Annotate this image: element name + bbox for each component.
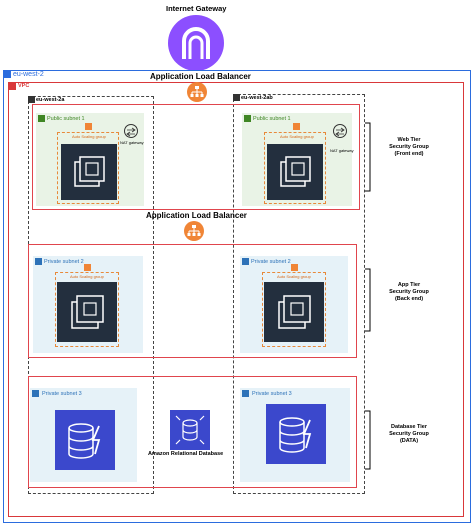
asg-priv-right (262, 272, 326, 347)
public-subnet-right-icon (244, 115, 251, 122)
alb-mid-label: Application Load Balancer (146, 211, 247, 220)
web-tier-security-group (32, 104, 360, 210)
asg-priv-right-label: Auto Scaling group (277, 274, 311, 279)
internet-gateway-title: Internet Gateway (166, 4, 227, 13)
alb-mid-icon (184, 221, 204, 241)
private-subnet-3-right-label: Private subnet 3 (252, 391, 292, 397)
asg-priv-left-icon (84, 264, 91, 271)
db-tier-bracket (365, 410, 371, 470)
ec2-pub-left-icon (61, 144, 117, 200)
alb-top-label: Application Load Balancer (150, 72, 251, 81)
db-tier-line-2: Security Group (389, 431, 429, 437)
app-tier-line-1: App Tier (397, 282, 421, 288)
az-left-label: eu-west-2a (36, 97, 65, 103)
web-tier-line-2: Security Group (389, 144, 429, 150)
rds-label: Amazon Relational Database (148, 451, 224, 457)
internet-gateway-icon (168, 15, 224, 71)
private-subnet-2-left-icon (35, 258, 42, 265)
db-tier-line-3: (DATA) (399, 438, 419, 444)
ec2-pub-right-icon (267, 144, 323, 200)
az-right-label: eu-west-2ab (241, 95, 273, 101)
vpc-icon (8, 82, 16, 90)
az-right-container (233, 94, 365, 494)
public-subnet-right-label: Public subnet 1 (253, 116, 291, 122)
asg-pub-right (264, 132, 326, 204)
web-tier-bracket (365, 122, 371, 192)
private-subnet-3-right-icon (242, 390, 249, 397)
alb-top-icon (187, 82, 207, 102)
dynamodb-left-icon (55, 410, 115, 470)
private-subnet-2-right-label: Private subnet 2 (251, 259, 291, 265)
vpc-label: VPC (18, 83, 30, 89)
rds-icon (170, 410, 210, 450)
asg-priv-right-icon (291, 264, 298, 271)
region-flag-icon (3, 70, 11, 78)
asg-pub-left-label: Auto Scaling group (72, 134, 106, 139)
asg-priv-left (55, 272, 119, 347)
public-subnet-left-label: Public subnet 1 (47, 116, 85, 122)
private-subnet-2-right-icon (242, 258, 249, 265)
asg-pub-right-label: Auto Scaling group (280, 134, 314, 139)
az-right-icon (233, 94, 240, 101)
web-tier-label: Web Tier Security Group (Front end) (378, 137, 440, 158)
db-tier-line-1: Database Tier (391, 424, 427, 430)
nat-gateway-left-label: NAT gateway (120, 140, 144, 145)
asg-priv-left-label: Auto Scaling group (70, 274, 104, 279)
private-subnet-2-left-label: Private subnet 2 (44, 259, 84, 265)
nat-gateway-right-label: NAT gateway (330, 148, 354, 153)
asg-pub-right-icon (293, 123, 300, 130)
ec2-priv-left-icon (57, 282, 117, 342)
vpc-container (8, 82, 464, 517)
public-subnet-left-icon (38, 115, 45, 122)
az-left-icon (28, 96, 35, 103)
ec2-priv-right-icon (264, 282, 324, 342)
app-tier-line-2: Security Group (389, 289, 429, 295)
region-container (3, 70, 471, 523)
web-tier-line-1: Web Tier (397, 137, 421, 143)
asg-pub-left-icon (85, 123, 92, 130)
app-tier-security-group (28, 244, 357, 358)
web-tier-line-3: (Front end) (394, 151, 424, 157)
db-tier-label: Database Tier Security Group (DATA) (378, 424, 440, 445)
nat-gateway-left-icon (124, 124, 138, 138)
dynamodb-right-icon (266, 404, 326, 464)
nat-gateway-right-icon (333, 124, 347, 138)
region-label: eu-west-2 (13, 71, 44, 78)
db-tier-security-group (28, 376, 357, 488)
app-tier-bracket (365, 268, 371, 332)
private-subnet-3-left-label: Private subnet 3 (42, 391, 82, 397)
private-subnet-3-left-icon (32, 390, 39, 397)
app-tier-line-3: (Back end) (394, 296, 424, 302)
app-tier-label: App Tier Security Group (Back end) (378, 282, 440, 303)
asg-pub-left (57, 132, 119, 204)
